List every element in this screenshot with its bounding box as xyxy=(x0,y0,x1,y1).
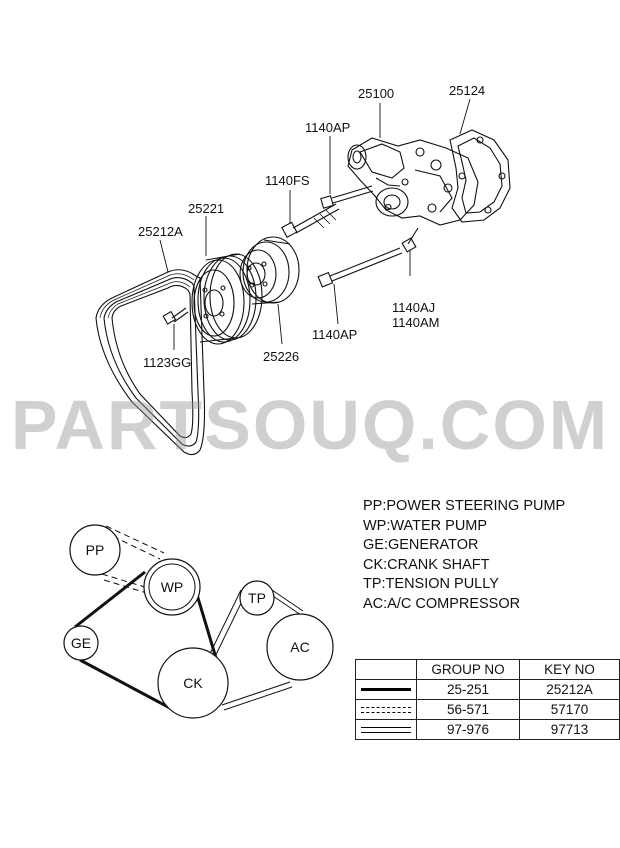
table-row: 25-251 25212A xyxy=(355,679,620,700)
label-1140AP-top: 1140AP xyxy=(305,120,350,135)
legend-item-ac: AC:A/C COMPRESSOR xyxy=(363,595,521,612)
ge-pulley xyxy=(63,625,99,661)
label-25212A: 25212A xyxy=(138,224,183,239)
legend-item-wp: WP:WATER PUMP xyxy=(363,517,488,534)
label-1140FS: 1140FS xyxy=(265,173,310,188)
group-no-cell: 97-976 xyxy=(415,719,520,740)
line-style-double xyxy=(355,719,417,740)
ck-pulley xyxy=(157,647,229,719)
label-25100: 25100 xyxy=(358,86,394,101)
bolt-1140FS xyxy=(281,203,340,238)
belt-key-table: GROUP NO KEY NO 25-251 25212A 56-571 571… xyxy=(355,659,620,740)
water-pump-housing xyxy=(347,137,479,226)
water-pump-gasket xyxy=(449,129,511,223)
water-pump-pulley xyxy=(239,236,300,305)
tp-label: TP xyxy=(248,590,266,606)
wp-pulley-inner xyxy=(148,563,196,611)
label-1140AJ: 1140AJ xyxy=(392,300,435,315)
label-1123GG: 1123GG xyxy=(143,355,191,370)
table-row: 97-976 97713 xyxy=(355,719,620,740)
table-header-style xyxy=(355,659,417,680)
key-no-cell: 25212A xyxy=(518,679,620,700)
part-labels: 25100 25124 1140AP 1140FS 25221 25212A 1… xyxy=(138,83,485,370)
bolt-1123GG xyxy=(162,307,189,325)
legend-item-ge: GE:GENERATOR xyxy=(363,537,479,554)
ck-label: CK xyxy=(183,675,203,691)
ge-label: GE xyxy=(71,635,91,651)
group-no-cell: 56-571 xyxy=(415,699,520,720)
leader-lines xyxy=(159,98,471,350)
double-line-swatch xyxy=(360,726,411,733)
crank-pulley xyxy=(191,253,263,345)
key-no-cell: 97713 xyxy=(518,719,620,740)
drive-belt xyxy=(95,269,206,456)
belt-routing-diagram: PP WP GE CK TP AC xyxy=(63,524,334,719)
dashed-line-swatch xyxy=(360,706,411,713)
bolt-1140AP-bottom xyxy=(317,247,403,288)
table-header-key: KEY NO xyxy=(518,659,620,680)
key-no-cell: 57170 xyxy=(518,699,620,720)
tp-pulley xyxy=(239,580,275,616)
solid-line-swatch xyxy=(360,688,411,691)
wp-label: WP xyxy=(161,579,184,595)
bolt-1140AP-top xyxy=(320,185,374,209)
label-25221: 25221 xyxy=(188,201,224,216)
bolt-1140AJ xyxy=(401,227,419,253)
table-header-row: GROUP NO KEY NO xyxy=(355,659,620,680)
pp-pulley xyxy=(69,524,121,576)
label-25124: 25124 xyxy=(449,83,485,98)
label-25226: 25226 xyxy=(263,349,299,364)
legend-item-ck: CK:CRANK SHAFT xyxy=(363,556,490,573)
table-row: 56-571 57170 xyxy=(355,699,620,720)
wp-pulley-outer xyxy=(143,558,201,616)
line-style-solid xyxy=(355,679,417,700)
abbreviation-legend: PP:POWER STEERING PUMP WP:WATER PUMP GE:… xyxy=(363,497,565,615)
label-1140AM: 1140AM xyxy=(392,315,439,330)
ac-label: AC xyxy=(290,639,309,655)
label-1140AP-bottom: 1140AP xyxy=(312,327,357,342)
pp-label: PP xyxy=(86,542,105,558)
table-header-group: GROUP NO xyxy=(415,659,520,680)
legend-item-pp: PP:POWER STEERING PUMP xyxy=(363,498,566,514)
ac-pulley xyxy=(266,613,334,681)
group-no-cell: 25-251 xyxy=(415,679,520,700)
line-style-dashed xyxy=(355,699,417,720)
legend-item-tp: TP:TENSION PULLY xyxy=(363,576,499,593)
